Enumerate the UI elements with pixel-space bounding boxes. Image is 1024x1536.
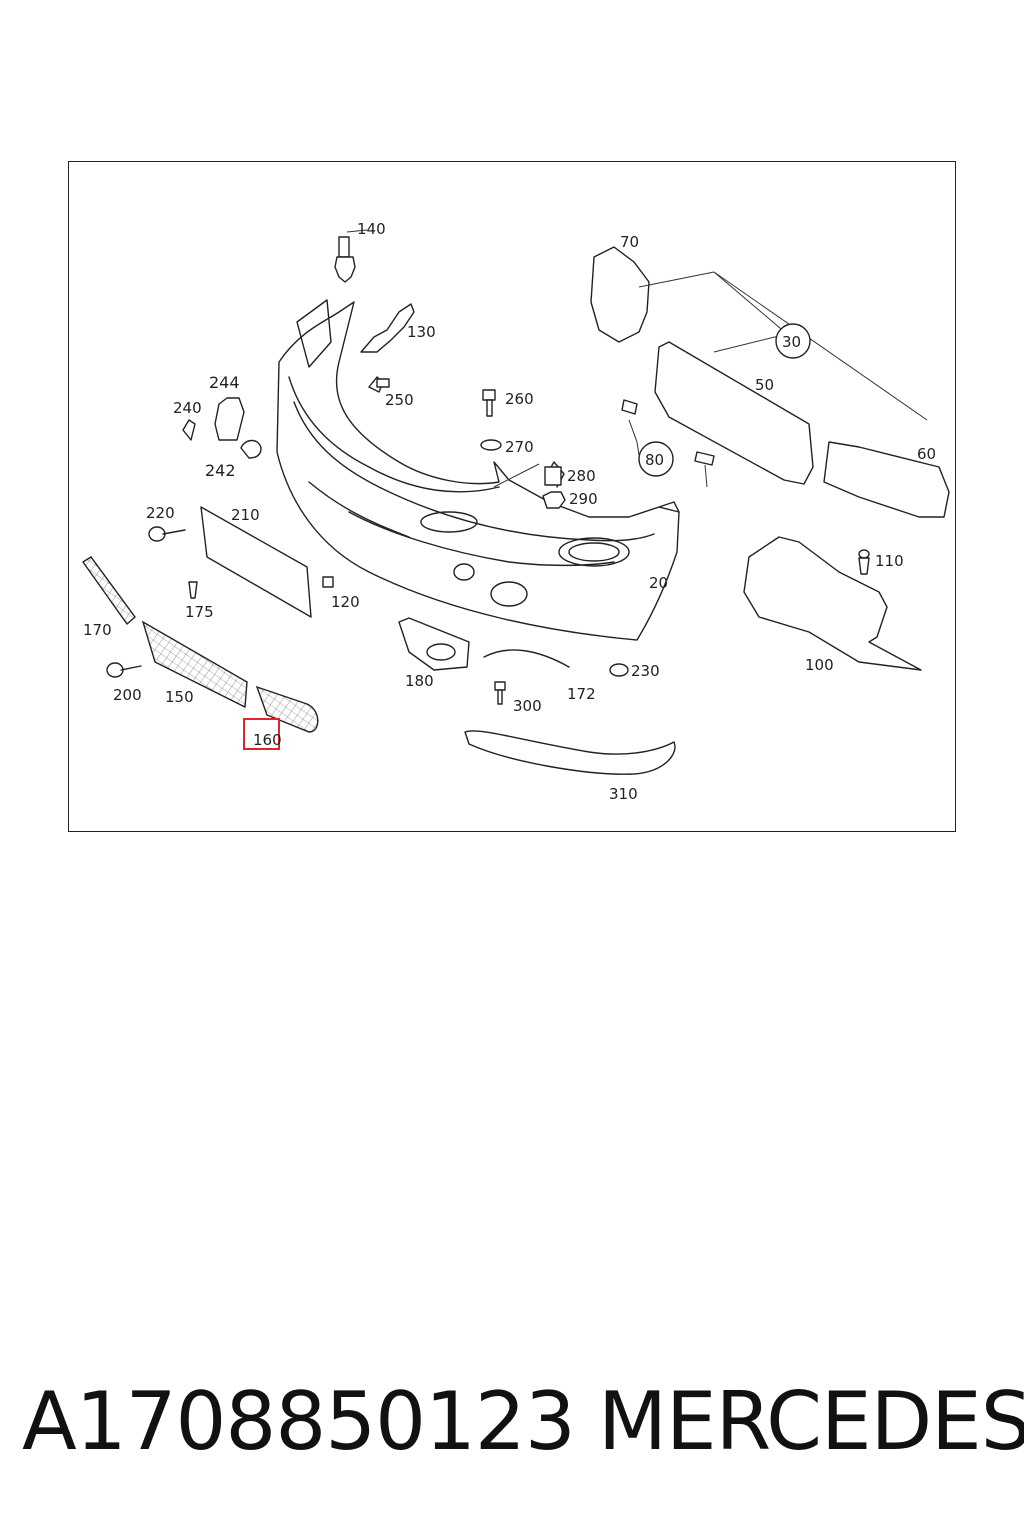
part-number: A1708850123 [22,1375,576,1468]
label-300: 300 [513,697,542,715]
label-50: 50 [755,376,774,394]
bumper-cover [276,299,680,641]
pad-80a [621,399,638,415]
label-280: 280 [567,467,596,485]
label-150: 150 [165,688,194,706]
label-20: 20 [649,574,668,592]
label-270: 270 [505,438,534,456]
clip-140 [334,229,368,283]
clip-110 [858,549,870,575]
label-240: 240 [173,399,202,417]
bracket-70 [590,246,650,343]
exploded-view: 140 130 250 244 240 242 260 270 280 290 … [81,220,950,803]
leader-lines [493,271,928,488]
clip-120 [322,576,334,588]
plate-210 [200,506,312,618]
label-200: 200 [113,686,142,704]
clip-242 [240,439,262,459]
label-175: 175 [185,603,214,621]
label-242: 242 [205,461,236,480]
grille-160 [255,685,319,733]
label-170: 170 [83,621,112,639]
label-180: 180 [405,672,434,690]
screw-300 [494,681,506,705]
label-310: 310 [609,785,638,803]
label-130: 130 [407,323,436,341]
label-260: 260 [505,390,534,408]
screw-200 [106,662,142,678]
clip-175 [188,581,198,599]
washer-270 [480,439,502,451]
spacer-280 [544,466,562,486]
label-30: 30 [782,333,801,351]
label-172: 172 [567,685,596,703]
label-290: 290 [569,490,598,508]
screw-260 [482,389,496,417]
bracket-100 [743,536,922,671]
label-100: 100 [805,656,834,674]
label-160: 160 [253,731,282,749]
mount-244 [214,397,245,441]
bolt-250 [368,376,390,393]
bracket-60 [823,441,950,518]
label-210: 210 [231,506,260,524]
nut-290 [542,491,566,509]
label-120: 120 [331,593,360,611]
callout-circle-30 [775,323,811,359]
highlight-box [243,718,280,750]
label-220: 220 [146,504,175,522]
arrow-172 [483,649,570,668]
grille-150 [141,620,248,709]
housing-180 [398,617,470,671]
pad-80b [694,451,715,466]
label-70: 70 [620,233,639,251]
grille-170 [81,556,136,626]
label-60: 60 [917,445,936,463]
label-230: 230 [631,662,660,680]
label-244: 244 [209,373,240,392]
callout-circle-80 [638,441,674,477]
cap-240 [182,419,196,441]
brand-name: MERCEDES [598,1375,1024,1468]
strip-310 [464,730,676,775]
bracket-130 [360,303,415,353]
screw-220 [148,526,186,542]
label-80: 80 [645,451,664,469]
absorber-50 [654,341,814,485]
parts-diagram: 140 130 250 244 240 242 260 270 280 290 … [68,161,956,832]
label-110: 110 [875,552,904,570]
label-250: 250 [385,391,414,409]
label-140: 140 [357,220,386,238]
nut-230 [609,663,629,677]
footer: A1708850123 MERCEDES [0,1372,1024,1472]
